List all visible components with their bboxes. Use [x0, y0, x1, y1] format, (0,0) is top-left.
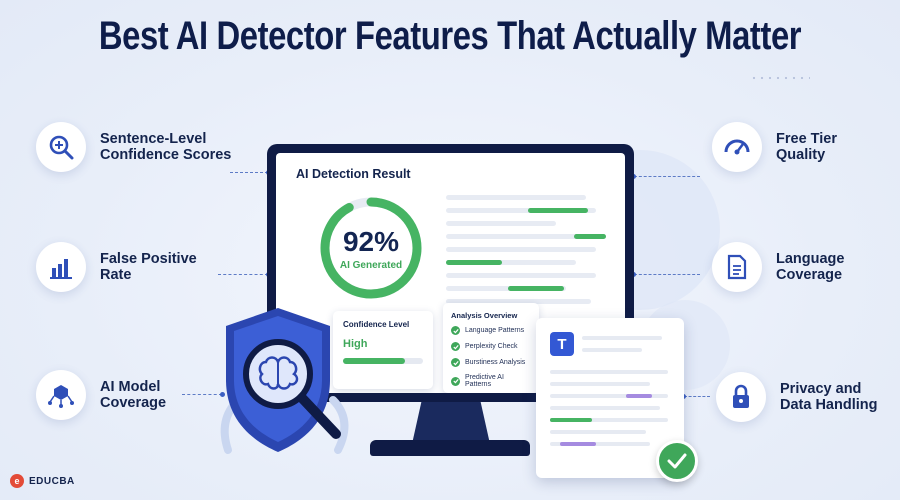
confidence-value: High [343, 338, 368, 350]
result-subtitle: AI Generated [339, 259, 403, 271]
text-lines [446, 195, 606, 312]
monitor-neck [412, 402, 490, 444]
gauge-text: 92% AI Generated [316, 193, 426, 303]
check-icon [451, 342, 460, 351]
page-title: Best AI Detector Features That Actually … [98, 14, 802, 58]
lock-icon [716, 372, 766, 422]
text-line [446, 208, 596, 213]
doc-line [550, 382, 650, 386]
feature-free-tier: Free Tier Quality [712, 122, 837, 172]
connector-line [182, 391, 225, 397]
connector-line [631, 271, 700, 277]
logo-mark-icon: e [10, 474, 24, 488]
feature-label: Sentence-Level Confidence Scores [100, 131, 232, 163]
highlight [446, 260, 502, 265]
confidence-fill [343, 358, 406, 364]
text-line [446, 260, 576, 265]
analysis-heading: Analysis Overview [451, 311, 518, 320]
magnifier-plus-icon [36, 122, 86, 172]
document-icon [712, 242, 762, 292]
analysis-item-label: Burstiness Analysis [465, 359, 526, 366]
feature-sentence-level: Sentence-Level Confidence Scores [36, 122, 231, 172]
text-line [446, 286, 566, 291]
network-cube-icon [36, 370, 86, 420]
analysis-item: Perplexity Check [451, 342, 531, 351]
text-line [446, 299, 591, 304]
monitor-base [370, 440, 530, 456]
feature-language-coverage: Language Coverage [712, 242, 844, 292]
analysis-card: Analysis Overview Language Patterns Perp… [443, 303, 539, 393]
text-line [446, 273, 596, 278]
feature-privacy: Privacy and Data Handling [716, 372, 877, 422]
analysis-item: Language Patterns [451, 326, 531, 335]
doc-line [550, 394, 668, 398]
confidence-track [343, 358, 423, 364]
analysis-item: Predictive AI Patterns [451, 374, 531, 388]
monitor-screen: AI Detection Result 92% AI Generated Con… [276, 153, 625, 393]
doc-line [550, 430, 646, 434]
decorative-dots [750, 75, 810, 81]
doc-line [582, 348, 642, 352]
feature-false-positive: False Positive Rate [36, 242, 197, 292]
text-line [446, 234, 606, 239]
text-line [446, 195, 586, 200]
speedometer-icon [712, 122, 762, 172]
connector-line [631, 173, 700, 179]
analysis-item: Burstiness Analysis [451, 358, 531, 367]
analysis-item-label: Perplexity Check [465, 343, 518, 350]
check-icon [451, 376, 460, 386]
connector-line [218, 271, 271, 277]
feature-label: AI Model Coverage [100, 379, 167, 411]
analysis-item-label: Predictive AI Patterns [465, 374, 504, 388]
bar-chart-icon [36, 242, 86, 292]
monitor: AI Detection Result 92% AI Generated Con… [267, 144, 634, 402]
doc-line [550, 442, 650, 446]
shield-illustration [208, 300, 368, 470]
doc-line [550, 406, 660, 410]
gauge-arc [320, 197, 422, 299]
check-badge-icon [656, 440, 698, 482]
highlight [528, 208, 588, 213]
text-line [446, 221, 556, 226]
highlight [574, 234, 606, 239]
connector-line [230, 169, 271, 175]
logo-text: EDUCBA [29, 475, 75, 487]
result-title: AI Detection Result [296, 167, 411, 181]
confidence-heading: Confidence Level [343, 320, 410, 329]
feature-label: Free Tier Quality [776, 131, 837, 163]
analysis-item-label: Language Patterns [465, 327, 525, 334]
check-icon [451, 326, 460, 335]
doc-line [550, 418, 668, 422]
doc-line [582, 336, 662, 340]
highlight [508, 286, 564, 291]
confidence-gauge [320, 197, 422, 299]
text-doc-icon: T [550, 332, 574, 356]
feature-ai-model-coverage: AI Model Coverage [36, 370, 166, 420]
educba-logo: e EDUCBA [10, 474, 75, 488]
check-icon [451, 358, 460, 367]
document-card: T [536, 318, 698, 482]
result-percent: 92% [342, 225, 400, 257]
feature-label: Privacy and Data Handling [780, 381, 878, 413]
feature-label: False Positive Rate [100, 251, 197, 283]
confidence-card: Confidence Level High [333, 311, 433, 389]
text-line [446, 247, 596, 252]
feature-label: Language Coverage [776, 251, 845, 283]
doc-line [550, 370, 668, 374]
connector-line [681, 393, 710, 399]
